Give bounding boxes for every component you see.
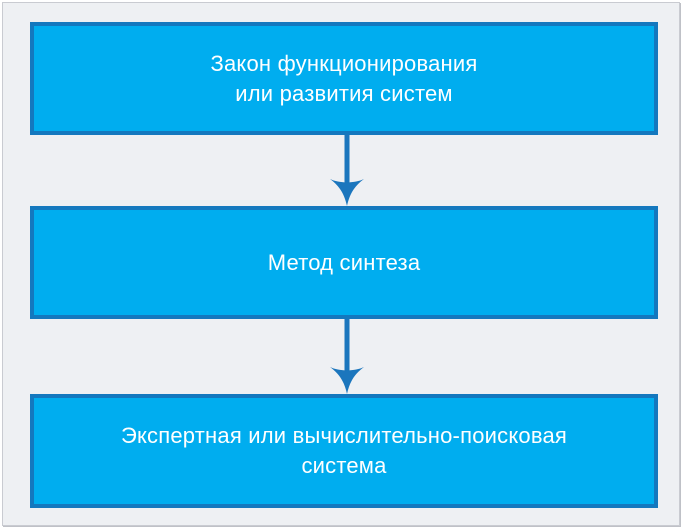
arrow-down-icon [330, 319, 364, 394]
arrow-stem [344, 135, 350, 187]
flow-box-system: Экспертная или вычислительно-поисковая с… [30, 394, 658, 508]
flow-box-method-label: Метод синтеза [267, 249, 421, 275]
arrow-head [330, 179, 364, 206]
arrow-head [330, 367, 364, 394]
flow-box-law: Закон функционирования или развития сист… [30, 22, 658, 135]
flow-box-law-label: Закон функционирования или развития сист… [210, 50, 478, 106]
diagram-frame: Закон функционирования или развития сист… [2, 2, 680, 526]
arrow-down-icon [330, 135, 364, 206]
flow-box-system-label: Экспертная или вычислительно-поисковая с… [120, 423, 568, 478]
flow-box-method: Метод синтеза [30, 206, 658, 319]
arrow-stem [344, 319, 350, 375]
